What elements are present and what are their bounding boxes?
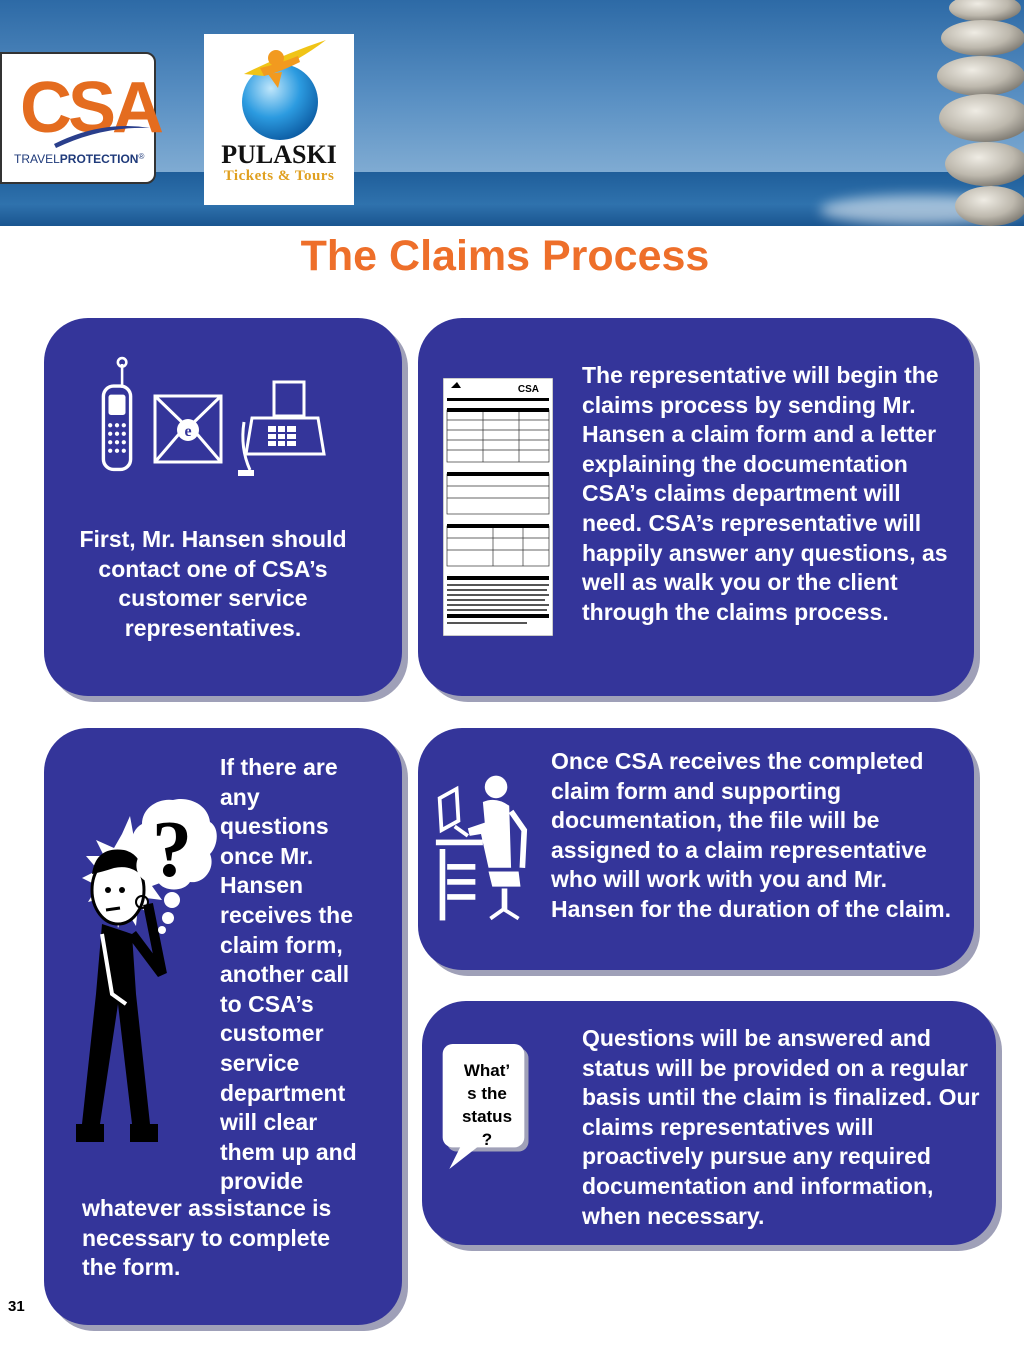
panel-questions: ? If there are any questions once Mr. Ha… <box>44 728 402 1325</box>
page-number: 31 <box>8 1298 25 1315</box>
pulaski-name: PULASKI <box>221 140 337 169</box>
csa-swoosh-icon <box>54 126 150 148</box>
panel-questions-tail: whatever assistance is necessary to comp… <box>82 1195 332 1281</box>
csa-logo-mark: CSA <box>20 68 164 148</box>
panel-contact-text: First, Mr. Hansen should contact one of … <box>79 526 347 641</box>
pulaski-tickets-tours-logo: PULASKI Tickets & Tours <box>204 34 354 205</box>
speech-bubble-text: What’ s the status ? <box>461 1061 513 1149</box>
csa-logo-tagline: TRAVELPROTECTION® <box>14 152 145 166</box>
panel-claim-form: CSA The representative will begin the cl… <box>418 318 974 696</box>
panel-contact: e First, Mr. Hansen should contact one o… <box>44 318 402 696</box>
csa-travel-protection-logo: CSA TRAVELPROTECTION® <box>0 52 164 184</box>
svg-text:?: ? <box>152 806 192 894</box>
panel-assigned-text: Once CSA receives the completed claim fo… <box>551 748 951 922</box>
page-title: The Claims Process <box>300 232 710 280</box>
header-banner: CSA TRAVELPROTECTION® PULASKI Tickets & … <box>0 0 1024 226</box>
panel-status-text: Questions will be answered and status wi… <box>582 1025 980 1229</box>
cell-phone-icon <box>101 356 133 472</box>
pulaski-tagline: Tickets & Tours <box>223 168 335 184</box>
svg-text:CSA: CSA <box>518 384 539 395</box>
globe-figure-icon <box>242 40 326 140</box>
panel-questions-column: If there are any questions once Mr. Hans… <box>220 754 357 1195</box>
fax-machine-icon <box>238 380 326 476</box>
panel-assigned: Once CSA receives the completed claim fo… <box>418 728 974 970</box>
stacked-stones-image <box>937 0 1024 226</box>
claim-form-document-icon: CSA <box>443 378 553 636</box>
panel-claim-form-text: The representative will begin the claims… <box>582 362 948 625</box>
email-envelope-icon: e <box>153 394 223 464</box>
question-mark-icon: ? <box>131 798 217 934</box>
computer-worker-icon <box>435 775 528 921</box>
speech-bubble-icon <box>442 1044 529 1169</box>
thinking-person-icon <box>76 816 168 1142</box>
svg-text:e: e <box>184 423 191 440</box>
